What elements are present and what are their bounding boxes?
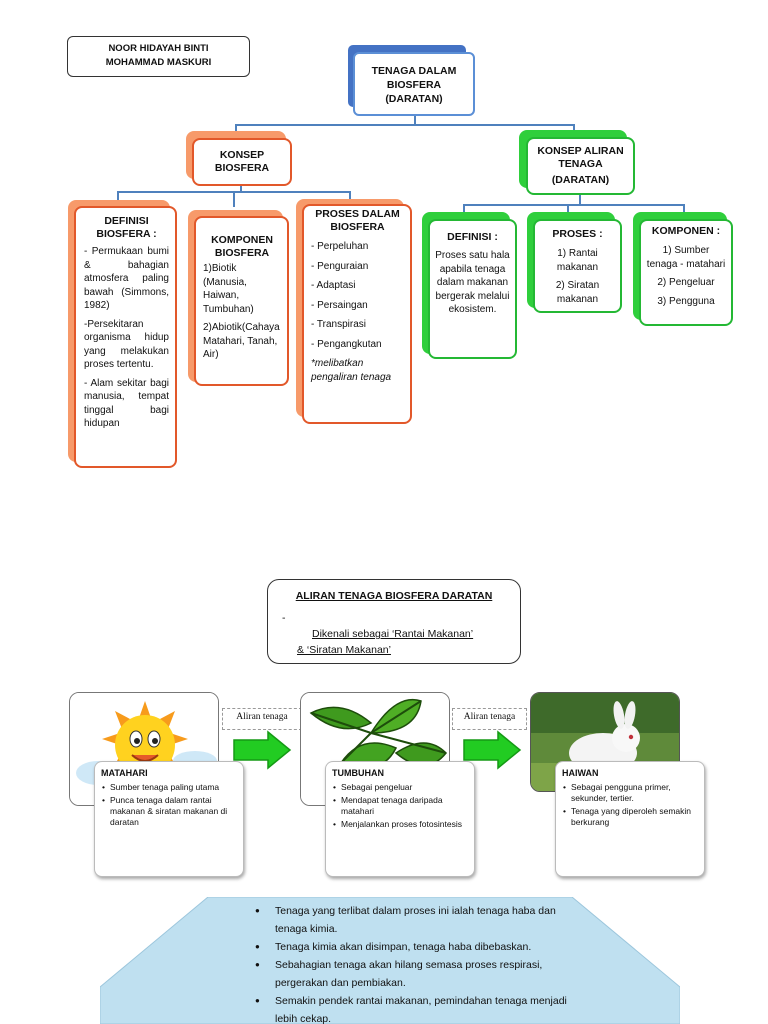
proses-item: - Penguraian — [311, 260, 369, 272]
aliran-subtitle: - Dikenali sebagai ‘Rantai Makanan’ & ‘S… — [268, 610, 520, 658]
haiwan-info-card: HAIWAN Sebagai pengguna primer, sekunder… — [555, 761, 705, 877]
haiwan-title: HAIWAN — [562, 768, 599, 778]
definisi-biosfera-node: DEFINISI BIOSFERA : - Permukaan bumi & b… — [74, 206, 177, 468]
proses-aliran-item1: 1) Rantai makanan — [556, 248, 599, 273]
proses-item: - Perpeluhan — [311, 241, 369, 252]
note-item: Semakin pendek rantai makanan, pemindaha… — [255, 992, 580, 1024]
proses-aliran-node: PROSES : 1) Rantai makanan 2) Siratan ma… — [533, 219, 622, 313]
definisi-biosfera-title2: BIOSFERA : — [96, 228, 157, 240]
matahari-title: MATAHARI — [101, 768, 148, 778]
connector — [240, 186, 242, 192]
aliran-title: ALIRAN TENAGA BIOSFERA DARATAN — [295, 590, 493, 602]
note-item: Sebahagian tenaga akan hilang semasa pro… — [255, 956, 580, 992]
root-line3: (DARATAN) — [385, 93, 443, 105]
konsep-aliran-line1: KONSEP ALIRAN — [537, 145, 624, 157]
konsep-biosfera-line1: KONSEP — [219, 149, 265, 161]
connector — [683, 204, 685, 214]
definisi-aliran-node: DEFINISI : Proses satu hala apabila tena… — [428, 219, 517, 359]
definisi-biosfera-p3: - Alam sekitar bagi manusia, tempat ting… — [84, 377, 169, 430]
connector — [235, 124, 575, 126]
root-node: TENAGA DALAM BIOSFERA (DARATAN) — [353, 52, 475, 116]
connector — [567, 204, 569, 214]
definisi-aliran-text: Proses satu hala apabila tenaga dalam ma… — [435, 250, 510, 315]
komponen-biosfera-p1: 1)Biotik (Manusia, Haiwan, Tumbuhan) — [203, 263, 254, 315]
proses-aliran-item2: 2) Siratan makanan — [555, 280, 600, 305]
note-item: Tenaga yang terlibat dalam proses ini ia… — [255, 902, 580, 938]
root-line1: TENAGA DALAM — [371, 65, 457, 77]
definisi-aliran-title: DEFINISI : — [447, 231, 498, 243]
komponen-biosfera-p2: 2)Abiotik(Cahaya Matahari, Tanah, Air) — [203, 322, 280, 360]
definisi-biosfera-title1: DEFINISI — [104, 215, 149, 227]
komponen-biosfera-title1: KOMPONEN — [211, 234, 273, 246]
konsep-aliran-line2: TENAGA — [558, 158, 603, 170]
author-box: NOOR HIDAYAH BINTI MOHAMMAD MASKURI — [67, 36, 250, 77]
konsep-biosfera-node: KONSEP BIOSFERA — [192, 138, 292, 186]
haiwan-bullet: Tenaga yang diperoleh semakin berkurang — [563, 806, 698, 828]
proses-item: - Adaptasi — [311, 280, 356, 291]
note-item: Tenaga kimia akan disimpan, tenaga haba … — [255, 938, 580, 956]
definisi-biosfera-p2: -Persekitaran organisma hidup yang melak… — [84, 318, 169, 371]
definisi-biosfera-p1: - Permukaan bumi & bahagian atmosfera pa… — [84, 246, 169, 311]
aliran-tenaga-box: ALIRAN TENAGA BIOSFERA DARATAN - Dikenal… — [267, 579, 521, 664]
komponen-biosfera-title2: BIOSFERA — [214, 247, 270, 259]
flow-arrow-1 — [233, 730, 292, 770]
proses-note: *melibatkan pengaliran tenaga — [311, 358, 392, 383]
matahari-bullet: Punca tenaga dalam rantai makanan & sira… — [102, 795, 237, 828]
flow-label-2: Aliran tenaga — [452, 708, 527, 730]
komponen-aliran-item1: 1) Sumber tenaga - matahari — [646, 245, 726, 270]
connector — [463, 204, 685, 206]
konsep-aliran-node: KONSEP ALIRAN TENAGA (DARATAN) — [526, 137, 635, 195]
komponen-aliran-item3: 3) Pengguna — [657, 295, 715, 307]
komponen-biosfera-node: KOMPONEN BIOSFERA 1)Biotik (Manusia, Hai… — [194, 216, 289, 386]
root-line2: BIOSFERA — [386, 79, 442, 91]
proses-biosfera-title2: BIOSFERA — [330, 221, 385, 233]
connector — [579, 195, 581, 205]
tumbuhan-title: TUMBUHAN — [332, 768, 384, 778]
tumbuhan-bullet: Mendapat tenaga daripada matahari — [333, 795, 468, 817]
proses-biosfera-node: PROSES DALAM BIOSFERA - Perpeluhan - Pen… — [302, 204, 412, 424]
author-name-line1: NOOR HIDAYAH BINTI — [108, 43, 209, 54]
author-name-line2: MOHAMMAD MASKURI — [105, 57, 212, 68]
matahari-info-card: MATAHARI Sumber tenaga paling utama Punc… — [94, 761, 244, 877]
aliran-sub-line1: Dikenali sebagai ‘Rantai Makanan’ — [312, 628, 474, 640]
konsep-aliran-line3: (DARATAN) — [551, 174, 610, 186]
connector — [414, 116, 416, 125]
proses-item: - Persaingan — [311, 299, 368, 311]
tumbuhan-info-card: TUMBUHAN Sebagai pengeluar Mendapat tena… — [325, 761, 475, 877]
komponen-aliran-title: KOMPONEN : — [651, 225, 721, 237]
connector — [349, 191, 351, 203]
flow-label-1: Aliran tenaga — [222, 708, 302, 730]
haiwan-bullet: Sebagai pengguna primer, sekunder, terti… — [563, 782, 698, 804]
connector — [233, 191, 235, 207]
komponen-aliran-node: KOMPONEN : 1) Sumber tenaga - matahari 2… — [639, 219, 733, 326]
komponen-aliran-item2: 2) Pengeluar — [657, 277, 715, 288]
flow-arrow-2 — [463, 730, 522, 770]
proses-item: - Transpirasi — [311, 319, 367, 330]
konsep-biosfera-line2: BIOSFERA — [214, 162, 270, 174]
notes-list: Tenaga yang terlibat dalam proses ini ia… — [255, 902, 580, 1024]
tumbuhan-bullet: Sebagai pengeluar — [333, 782, 468, 793]
proses-item: - Pengangkutan — [311, 338, 382, 350]
proses-aliran-title: PROSES : — [552, 228, 603, 240]
aliran-sub-line2: & ‘Siratan Makanan’ — [297, 644, 391, 656]
proses-biosfera-title1: PROSES DALAM — [315, 208, 400, 220]
matahari-bullet: Sumber tenaga paling utama — [102, 782, 237, 793]
connector — [463, 204, 465, 214]
tumbuhan-bullet: Menjalankan proses fotosintesis — [333, 819, 468, 830]
connector — [117, 191, 119, 203]
